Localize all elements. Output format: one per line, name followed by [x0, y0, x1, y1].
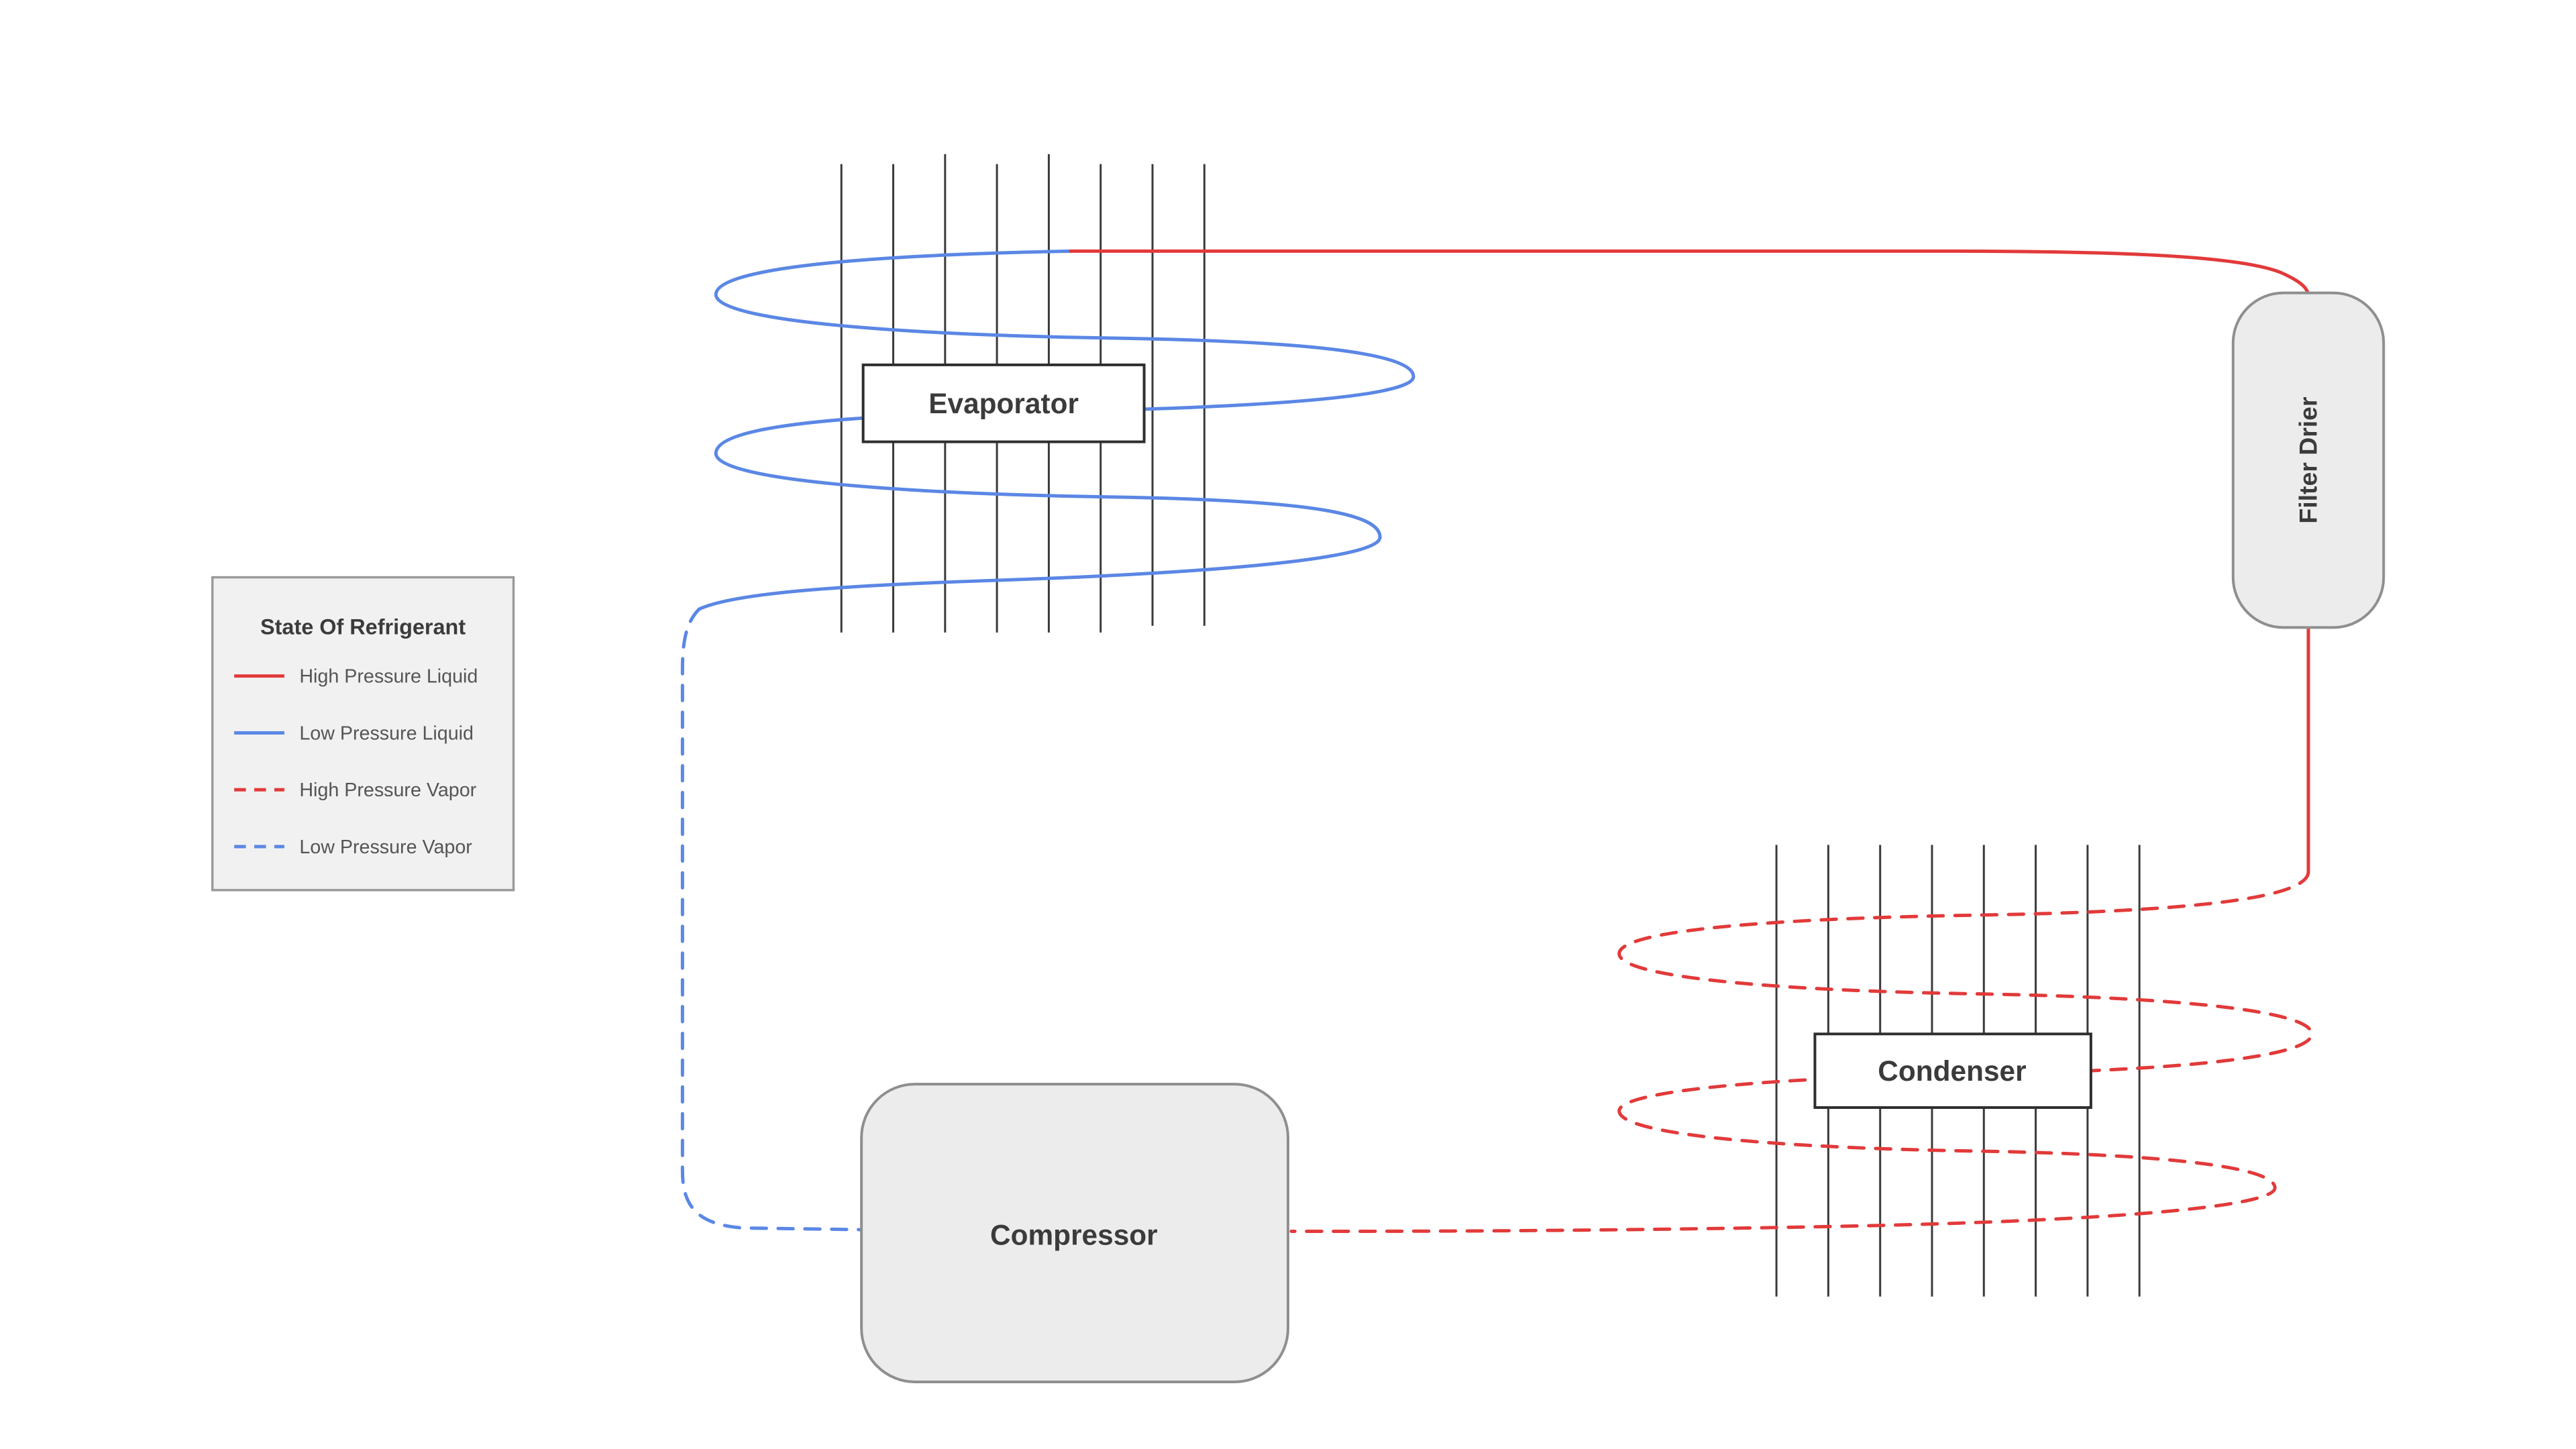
legend-title: State Of Refrigerant: [260, 614, 466, 639]
low-pressure-liquid-pipe: [697, 249, 1415, 611]
legend: State Of Refrigerant High Pressure Liqui…: [211, 576, 515, 892]
evaporator-label: Evaporator: [928, 388, 1079, 419]
legend-item-label: High Pressure Vapor: [299, 780, 476, 801]
legend-item-label: High Pressure Liquid: [299, 666, 478, 688]
high-pressure-vapor-pipe: [1289, 869, 2314, 1234]
evaporator-box: [861, 363, 1146, 443]
high-pressure-liquid-pipe-top: [1069, 249, 2310, 299]
legend-item-low-pressure-liquid: Low Pressure Liquid: [234, 722, 474, 744]
condenser-box: [1813, 1032, 2092, 1110]
filter-drier: Filter Drier: [2231, 291, 2385, 629]
compressor-label: Compressor: [990, 1219, 1158, 1250]
legend-item-low-pressure-vapor: Low Pressure Vapor: [234, 837, 472, 858]
compressor-shape: [860, 1083, 1289, 1383]
condenser: Condenser: [1813, 1032, 2092, 1110]
evaporator: Evaporator: [861, 363, 1146, 443]
legend-item-label: Low Pressure Liquid: [299, 722, 474, 744]
condenser-label: Condenser: [1878, 1055, 2026, 1087]
compressor: Compressor: [860, 1083, 1289, 1383]
legend-item-high-pressure-liquid: High Pressure Liquid: [234, 666, 478, 688]
legend-item-label: Low Pressure Vapor: [299, 837, 472, 858]
filter-drier-label: Filter Drier: [2294, 396, 2322, 523]
low-pressure-vapor-pipe: [680, 607, 865, 1232]
filter-drier-shape: [2231, 291, 2385, 629]
legend-item-high-pressure-vapor: High Pressure Vapor: [234, 780, 477, 801]
